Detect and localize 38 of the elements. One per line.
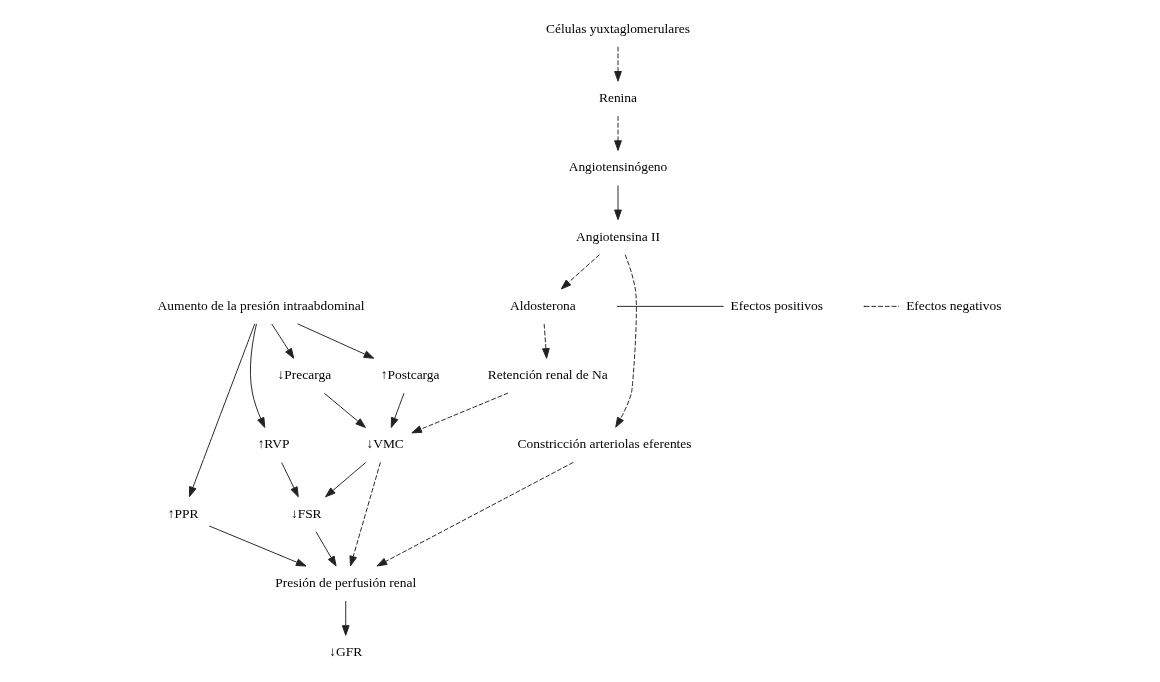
node-text: Constricción arteriolas eferentes xyxy=(517,436,692,452)
arrow xyxy=(390,392,405,428)
node-text: Células yuxtaglomerulares xyxy=(546,20,690,36)
arrow xyxy=(614,115,622,151)
node-text: ↓VMC xyxy=(366,436,404,452)
arrow xyxy=(560,254,600,290)
arrow xyxy=(297,323,375,359)
legend-label: Efectos negativos xyxy=(906,297,1002,313)
node-text: Angiotensina II xyxy=(575,228,661,244)
node-text: ↓FSR xyxy=(290,505,322,521)
legend-label: Efectos positivos xyxy=(730,297,823,313)
node-text: Aumento de la presión intraabdominal xyxy=(157,297,365,313)
node-text: Presión de perfusión renal xyxy=(275,575,417,591)
arrow xyxy=(341,600,350,636)
arrow xyxy=(315,531,337,567)
node-text: ↑RVP xyxy=(257,436,290,452)
arrow xyxy=(411,392,509,434)
arrow xyxy=(208,525,307,567)
node-text: Angiotensinógeno xyxy=(568,159,668,175)
arrow xyxy=(376,461,574,567)
node-text: Retención renal de Na xyxy=(487,367,608,383)
node-text: ↓GFR xyxy=(329,644,363,660)
node-text: ↑Postcarga xyxy=(380,367,440,383)
arrow xyxy=(615,254,637,428)
arrow xyxy=(249,323,266,428)
arrow xyxy=(614,46,622,82)
arrow xyxy=(325,462,367,498)
arrow xyxy=(542,323,550,359)
arrow xyxy=(188,323,256,498)
node-text: Aldosterona xyxy=(510,297,576,313)
node-text: ↓Precarga xyxy=(277,367,332,383)
arrow xyxy=(349,461,381,567)
arrow xyxy=(271,323,295,359)
arrow xyxy=(323,392,366,428)
node-text: Renina xyxy=(598,90,638,106)
node-text: ↑PPR xyxy=(167,505,199,521)
arrow xyxy=(281,462,299,498)
arrow xyxy=(614,184,622,221)
